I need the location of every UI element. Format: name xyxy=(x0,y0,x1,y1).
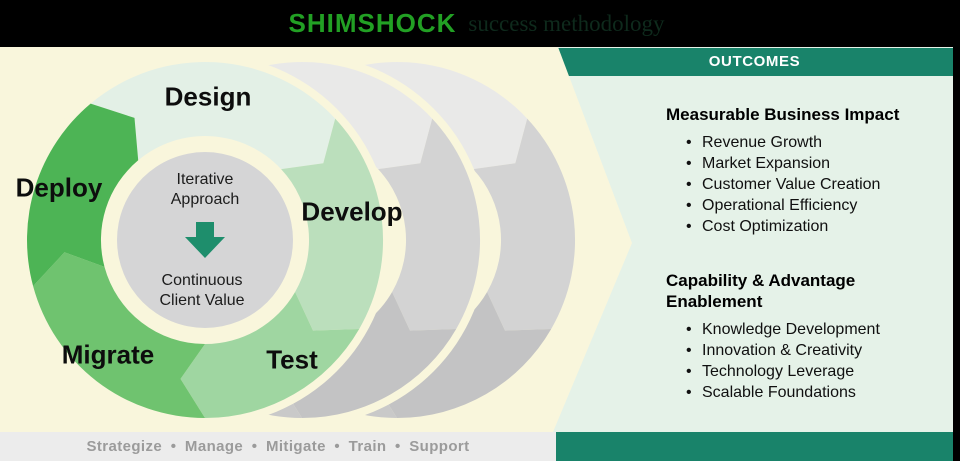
outcomes-section-capability: Capability & Advantage Enablement Knowle… xyxy=(666,270,946,403)
cycle-label-design: Design xyxy=(164,81,252,112)
outcome-list: Revenue GrowthMarket ExpansionCustomer V… xyxy=(666,132,946,237)
echo-ring-2-segment-1 xyxy=(473,118,576,331)
footer-services-text: Strategize • Manage • Mitigate • Train •… xyxy=(86,438,470,455)
main-ring-segment-4 xyxy=(27,103,139,287)
list-item: Knowledge Development xyxy=(666,319,946,340)
hub-text-bottom: Continuous Client Value xyxy=(159,272,245,309)
main-ring-segment-0 xyxy=(90,61,336,170)
cycle-label-deploy: Deploy xyxy=(15,172,103,203)
list-item: Operational Efficiency xyxy=(666,195,946,216)
list-item: Revenue Growth xyxy=(666,132,946,153)
hub-text-top: Iterative Approach xyxy=(170,171,240,208)
section-heading: Measurable Business Impact xyxy=(666,105,900,124)
footer-accent-bar xyxy=(556,432,953,461)
list-item: Technology Leverage xyxy=(666,361,946,382)
cycle-label-test: Test xyxy=(266,344,318,375)
outcomes-title: OUTCOMES xyxy=(708,53,801,70)
main-ring-segment-2 xyxy=(180,292,360,418)
outcome-list: Knowledge DevelopmentInnovation & Creati… xyxy=(666,319,946,403)
outcomes-header-bar xyxy=(545,48,953,76)
echo-ring-1-segment-1 xyxy=(378,118,481,331)
main-ring-segment-3 xyxy=(33,252,205,418)
echo-ring-2-segment-2 xyxy=(372,292,552,419)
list-item: Customer Value Creation xyxy=(666,174,946,195)
footer-bar xyxy=(0,432,556,461)
cycle-label-develop: Develop xyxy=(301,196,403,227)
header: SHIMSHOCK success methodology xyxy=(0,0,953,47)
brand-logo: SHIMSHOCK xyxy=(288,8,457,38)
list-item: Innovation & Creativity xyxy=(666,340,946,361)
list-item: Market Expansion xyxy=(666,153,946,174)
brand-tagline: success methodology xyxy=(468,10,665,36)
list-item: Scalable Foundations xyxy=(666,382,946,403)
echo-ring-1-segment-2 xyxy=(277,292,457,418)
main-ring-segment-1 xyxy=(281,118,384,331)
section-heading: Capability & Advantage Enablement xyxy=(666,271,856,311)
down-arrow-icon xyxy=(185,222,225,258)
list-item: Cost Optimization xyxy=(666,216,946,237)
outcomes-section-business-impact: Measurable Business Impact Revenue Growt… xyxy=(666,104,946,237)
cycle-label-migrate: Migrate xyxy=(61,339,155,370)
